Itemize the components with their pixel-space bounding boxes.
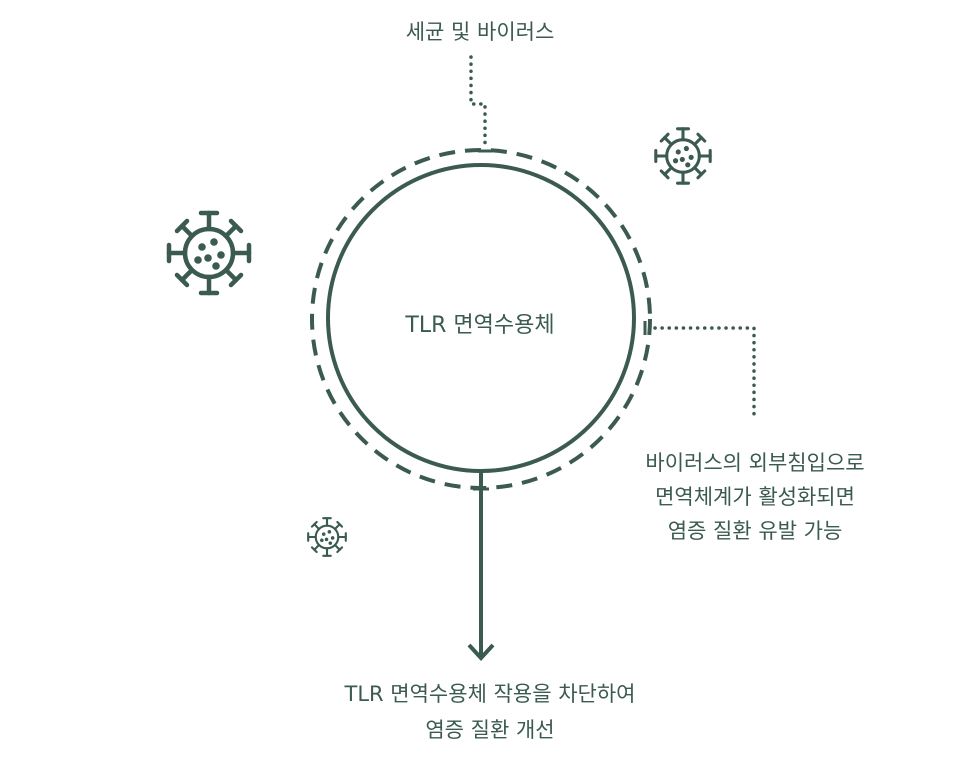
right-label-line: 염증 질환 유발 가능 [667, 519, 843, 543]
center-label: TLR 면역수용체 [405, 313, 555, 338]
right-label: 바이러스의 외부침입으로 면역체계가 활성화되면 염증 질환 유발 가능 [600, 446, 910, 548]
top-dotted-connector [469, 55, 487, 148]
right-dotted-connector [653, 326, 756, 422]
virus-icon [307, 517, 347, 557]
receptor-circle [326, 163, 636, 473]
arrow-down-icon [467, 472, 495, 661]
right-label-line: 면역체계가 활성화되면 [655, 485, 855, 509]
bottom-label-line: TLR 면역수용체 작용을 차단하여 [344, 682, 636, 706]
bottom-label-line: 염증 질환 개선 [425, 718, 555, 742]
bottom-label: TLR 면역수용체 작용을 차단하여 염증 질환 개선 [270, 676, 710, 748]
top-label: 세균 및 바이러스 [405, 20, 555, 44]
virus-icon [654, 127, 712, 185]
right-label-line: 바이러스의 외부침입으로 [645, 451, 865, 475]
virus-icon [169, 213, 249, 293]
